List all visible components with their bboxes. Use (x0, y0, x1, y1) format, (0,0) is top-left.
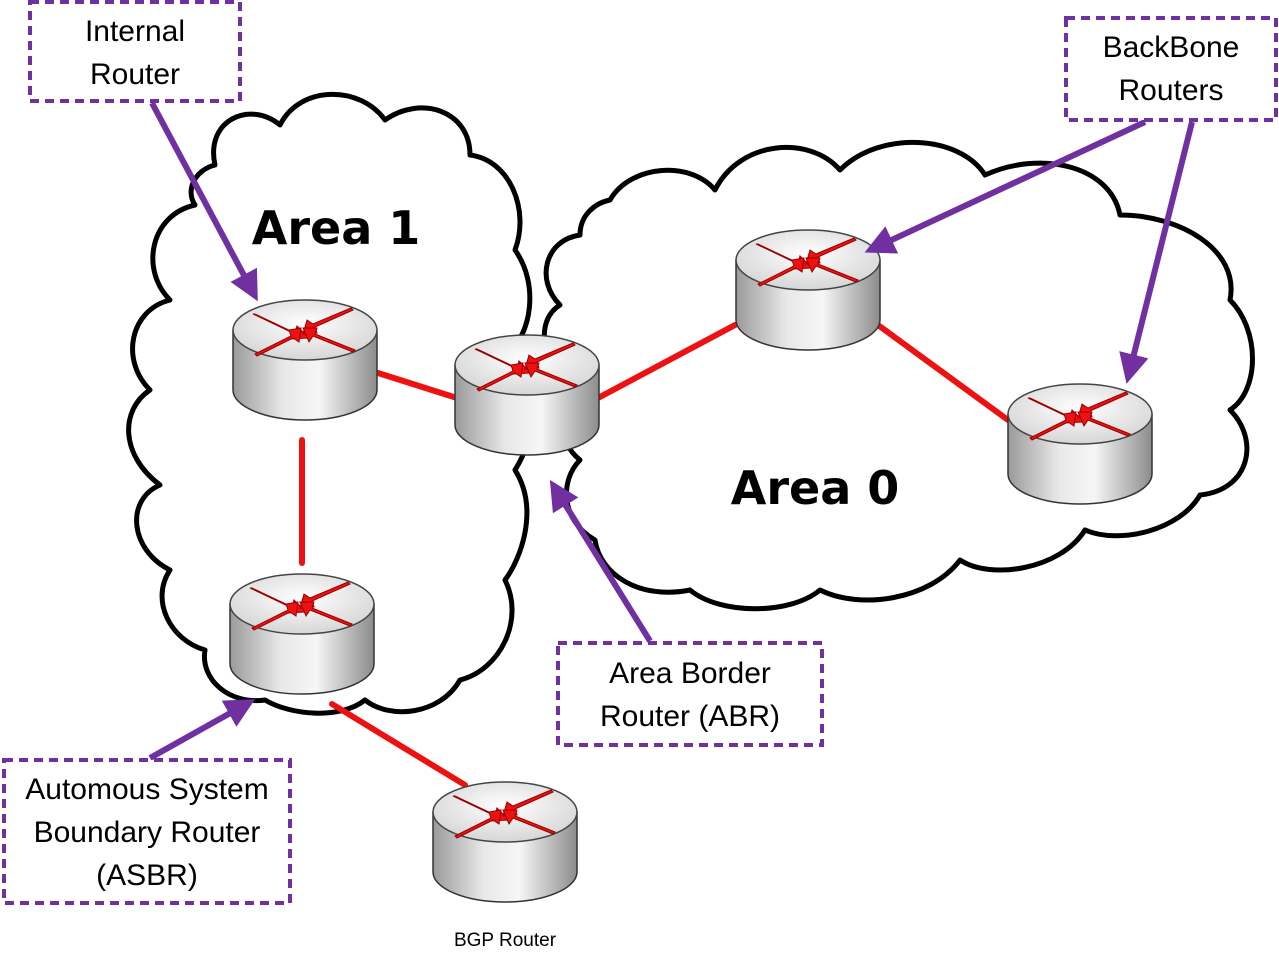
callout-backbone-routers: BackBone Routers (1064, 16, 1278, 122)
callout-abr-line1: Area Border (609, 657, 771, 690)
backbone-router-2-icon (1007, 383, 1153, 505)
link-asbr-bgp (329, 701, 468, 788)
pointer-backbone-1 (864, 119, 1147, 254)
pointer-backbone-2 (1119, 121, 1195, 384)
area0-cloud (542, 140, 1255, 612)
area0-title: Area 0 (731, 461, 900, 515)
callout-asbr: Automous System Boundary Router (ASBR) (2, 758, 292, 905)
callout-backbone-line2: Routers (1118, 74, 1223, 107)
abr-router-icon (454, 334, 600, 456)
callout-asbr-line2: Boundary Router (34, 816, 261, 849)
bgp-router-icon (432, 781, 578, 903)
callout-internal-line1: Internal (85, 15, 185, 48)
callout-internal-router: Internal Router (28, 0, 242, 103)
link-backbone1-backbone2 (875, 322, 1011, 423)
pointer-internal (149, 101, 258, 302)
area1-title: Area 1 (252, 201, 421, 255)
link-internal-abr (375, 370, 460, 401)
callout-abr: Area Border Router (ABR) (556, 641, 824, 747)
callout-asbr-line3: (ASBR) (96, 859, 198, 892)
bgp-router-label: BGP Router (454, 930, 557, 951)
callout-internal-line2: Router (90, 58, 180, 91)
internal-router-icon (232, 299, 378, 421)
callout-asbr-line1: Automous System (25, 773, 268, 806)
pointer-abr (549, 479, 653, 643)
asbr-router-icon (229, 573, 375, 695)
pointer-asbr (148, 699, 256, 761)
link-abr-backbone1 (595, 322, 738, 401)
callout-abr-line2: Router (ABR) (600, 700, 780, 733)
callout-backbone-line1: BackBone (1103, 31, 1240, 64)
backbone-router-1-icon (735, 229, 881, 351)
